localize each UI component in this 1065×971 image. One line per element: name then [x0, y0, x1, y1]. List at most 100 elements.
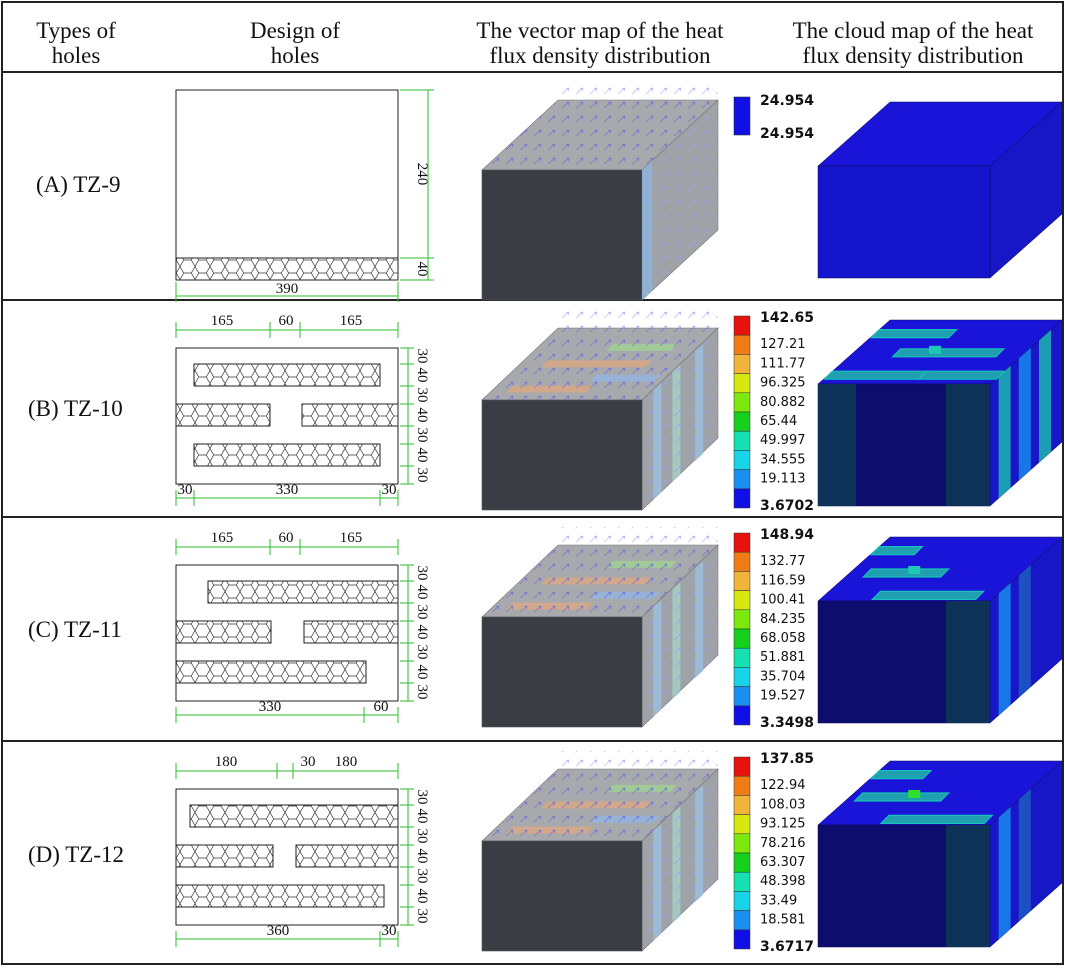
legend-swatch-5 — [733, 411, 751, 432]
hole-strip-3 — [175, 660, 367, 684]
dim-label-right: 30 — [414, 829, 430, 844]
header-cloud: The cloud map of the heat flux density d… — [792, 18, 1034, 68]
legend-label-2: 116.59 — [760, 573, 806, 588]
legend-swatch — [733, 96, 751, 136]
cloud-heat-path-2 — [891, 348, 1006, 358]
legend-swatch-8 — [733, 469, 751, 490]
legend-swatch-3 — [733, 590, 751, 611]
legend-label-0: 142.65 — [760, 310, 814, 326]
row-label-b: (B) TZ-10 — [28, 396, 123, 421]
legend-swatch-0 — [733, 532, 751, 553]
legend-label-7: 34.555 — [760, 452, 806, 467]
cloud-front-band — [946, 825, 990, 947]
dim-label-top: 180 — [215, 754, 238, 770]
legend-swatch-5 — [733, 852, 751, 873]
legend-label-2: 111.77 — [760, 356, 806, 371]
cloud-heat-path-1 — [853, 792, 951, 802]
cloud-heat-path-1 — [917, 370, 1006, 380]
vector-arrows-side — [642, 328, 718, 510]
dim-label-right: 40 — [414, 585, 430, 600]
cloud-front-band-left — [818, 384, 856, 506]
cloud-side-stripe-2 — [1038, 329, 1051, 463]
vector-arrows-top — [482, 100, 718, 170]
legend-swatch-2 — [733, 354, 751, 374]
legend-label-8: 19.527 — [760, 689, 806, 704]
row-label-d: (D) TZ-12 — [28, 842, 125, 867]
legend-swatch-2 — [733, 571, 751, 591]
legend-label-0: 137.85 — [760, 751, 814, 767]
legend-swatch-7 — [733, 667, 751, 687]
dim-label-top: 165 — [211, 530, 234, 546]
row-label-c: (C) TZ-11 — [28, 617, 122, 642]
legend-label-4: 84.235 — [760, 612, 806, 627]
legend-swatch-7 — [733, 891, 751, 911]
cloud-hot-spot — [908, 790, 921, 798]
legend-label-8: 19.113 — [760, 472, 806, 487]
legend-swatch-8 — [733, 910, 751, 931]
dim-label-right: 40 — [414, 809, 430, 824]
dim-label-bottom: 60 — [374, 699, 389, 715]
dim-label-bottom: 30 — [178, 482, 193, 498]
vector-cube-front — [481, 399, 643, 511]
dim-label-top: 165 — [211, 313, 234, 329]
hole-strip-1 — [175, 844, 274, 868]
vector-arrows-top — [482, 769, 718, 841]
vector-arrows-side — [642, 769, 718, 951]
cloud-front-band — [946, 601, 990, 723]
dim-label-bottom: 330 — [276, 482, 299, 498]
vector-arrows-above — [558, 751, 718, 769]
hole-strip-2 — [303, 620, 399, 644]
legend-label-0: 148.94 — [760, 527, 814, 543]
legend-label-3: 100.41 — [760, 593, 806, 608]
dim-label-right: 40 — [414, 665, 430, 680]
hole-strip-1 — [175, 403, 271, 427]
legend-swatch-6 — [733, 430, 751, 451]
legend-swatch-9 — [733, 705, 751, 726]
dim-label-top: 60 — [279, 313, 294, 329]
hole-strip-3 — [175, 884, 385, 908]
vector-arrows-above — [558, 82, 718, 100]
cloud-heat-path-2 — [869, 545, 924, 556]
dim-label-right: 40 — [414, 625, 430, 640]
legend-label-2: 108.03 — [760, 797, 806, 812]
legend-label-1: 122.94 — [760, 778, 806, 793]
legend-label-max: 24.954 — [760, 93, 814, 109]
legend-label-8: 18.581 — [760, 913, 806, 928]
legend-swatch-3 — [733, 373, 751, 394]
dim-label-right: 40 — [414, 368, 430, 383]
dim-label-bottom: 330 — [259, 699, 282, 715]
legend-label-3: 96.325 — [760, 376, 806, 391]
dim-label-bottom: 360 — [267, 923, 290, 939]
dim-label-top: 165 — [340, 313, 363, 329]
legend-label-9: 3.6702 — [760, 498, 814, 514]
cloud-heat-path-2 — [869, 769, 933, 780]
vector-cube-front — [481, 616, 643, 728]
vector-arrows-above — [558, 310, 718, 328]
cloud-side-stripe-1 — [1018, 788, 1031, 922]
legend-swatch-3 — [733, 814, 751, 835]
hole-strip-3 — [193, 443, 381, 467]
design-outline — [175, 89, 399, 281]
legend-label-4: 80.882 — [760, 395, 806, 410]
legend-swatch-0 — [733, 756, 751, 777]
legend-swatch-2 — [733, 795, 751, 815]
cloud-side-stripe-0 — [998, 582, 1011, 716]
legend-swatch-4 — [733, 609, 751, 630]
hole-strip — [175, 257, 399, 281]
dim-label-top: 60 — [279, 530, 294, 546]
legend-label-5: 63.307 — [760, 855, 806, 870]
vector-arrows-side — [642, 100, 718, 300]
vector-arrows-top — [482, 328, 718, 400]
legend-swatch-7 — [733, 450, 751, 470]
legend-swatch-9 — [733, 488, 751, 509]
cloud-side-stripe-1 — [1018, 347, 1031, 481]
dim-label-right: 240 — [414, 163, 430, 186]
hole-strip-2 — [301, 403, 399, 427]
